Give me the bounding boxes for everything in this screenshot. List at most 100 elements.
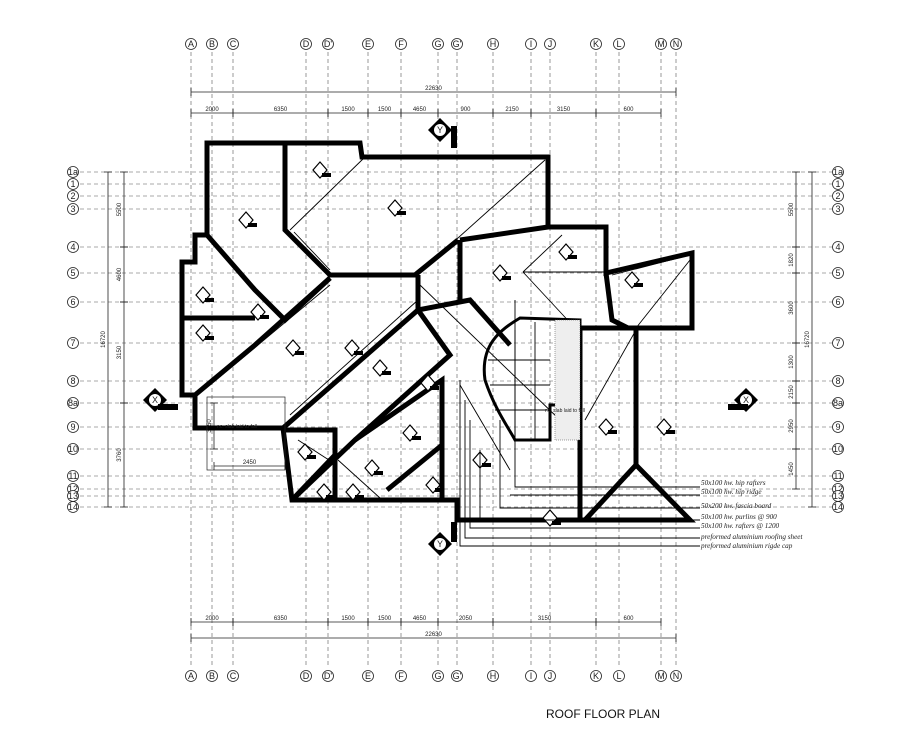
grid-bubble-row: 4 — [67, 241, 79, 253]
grid-col-label: G' — [453, 39, 462, 49]
slab-label-right: r.c. slab laid to fall — [545, 408, 585, 414]
grid-bubble-col: E — [362, 670, 374, 682]
note-text: preformed aluminium rigde cap — [700, 542, 793, 550]
grid-bubble-row: 14 — [832, 501, 844, 513]
dimension-label: 1820 — [789, 253, 795, 267]
grid-col-label: D — [303, 671, 310, 681]
note-text: 50x100 hw. rafters @ 1200 — [701, 522, 780, 530]
grid-row-label: 11 — [68, 471, 77, 481]
grid-row-label: 1 — [835, 179, 840, 189]
grid-bubble-col: N — [670, 670, 682, 682]
dimension-label: 2150 — [505, 107, 519, 113]
note-text: 50x100 hw. purlins @ 900 — [701, 513, 777, 521]
grid-bubble-row: 13 — [832, 490, 844, 502]
grid-bubble-row: 1 — [832, 178, 844, 190]
grid-row-label: 2 — [70, 191, 75, 201]
dimension-label: 3760 — [117, 448, 123, 462]
grid-row-label: 12 — [68, 484, 78, 494]
grid-col-label: J — [548, 671, 553, 681]
grid-col-label: H — [490, 39, 497, 49]
grid-bubble-row: 9 — [832, 421, 844, 433]
dimension-label: 900 — [460, 107, 471, 113]
grid-bubble-row: 1 — [67, 178, 79, 190]
slope-arrow-icon — [420, 374, 439, 392]
grid-bubble-row: 5 — [832, 267, 844, 279]
note-leaders — [459, 300, 700, 547]
grid-row-label: 5 — [70, 268, 75, 278]
grid-bubble-col: L — [613, 38, 625, 50]
grid-row-label: 13 — [68, 491, 78, 501]
grid-bubble-row: 5 — [67, 267, 79, 279]
grid-col-label: I — [530, 671, 533, 681]
grid-bubble-col: K — [590, 38, 602, 50]
dimension-label: 2450 — [243, 460, 257, 466]
grid-col-label: A — [188, 671, 194, 681]
grid-bubble-col: M — [655, 38, 667, 50]
slope-arrow-icon — [345, 483, 364, 501]
slope-arrow-icon — [656, 418, 675, 436]
grid-row-label: 9 — [70, 422, 75, 432]
grid-col-label: K — [593, 671, 599, 681]
section-marker-x-left: X — [143, 388, 178, 412]
grid-bubble-col: D — [300, 38, 312, 50]
grid-row-label: 8a — [68, 398, 78, 408]
slope-arrow-icon — [387, 199, 406, 217]
note-text: 50x100 hw. hip ridge — [701, 488, 762, 496]
grid-bubble-col: D' — [322, 38, 334, 50]
grid-row-label: 6 — [70, 297, 75, 307]
note-text: 50x100 hw. hip rafters — [701, 479, 766, 487]
dimension-label: 4600 — [117, 267, 123, 281]
dimension-label: 1300 — [789, 355, 795, 369]
grid-bubble-col: E — [362, 38, 374, 50]
grid-bubble-col: H — [487, 38, 499, 50]
grid-row-label: 4 — [835, 242, 840, 252]
slope-arrow-icon — [492, 264, 511, 282]
grid-bubble-row: 8 — [832, 375, 844, 387]
grid-col-label: M — [657, 671, 665, 681]
grid-col-label: C — [230, 39, 237, 49]
grid-row-label: 9 — [835, 422, 840, 432]
grid-bubble-col: H — [487, 670, 499, 682]
slope-arrow-icon — [195, 286, 214, 304]
grid-row-label: 7 — [70, 338, 75, 348]
grid-bubble-row: 6 — [832, 296, 844, 308]
grid-bubble-row: 6 — [67, 296, 79, 308]
grid-bubble-col: G' — [451, 670, 463, 682]
grid-bubble-col: A — [185, 38, 197, 50]
grid-row-label: 8 — [70, 376, 75, 386]
dimension-label: 1500 — [378, 616, 392, 622]
grid-row-label: 11 — [833, 471, 842, 481]
dimension-label: 1500 — [378, 107, 392, 113]
slope-arrow-icon — [598, 418, 617, 436]
dimension-label: 6350 — [274, 107, 288, 113]
flat-slab-area: r.c. slab laid to fall r.c. slab laid to… — [206, 316, 585, 471]
grid-bubble-col: I — [525, 670, 537, 682]
grid-bubble-col: F — [395, 670, 407, 682]
grid-row-label: 8 — [835, 376, 840, 386]
grid-bubble-col: M — [655, 670, 667, 682]
grid-bubble-col: D' — [322, 670, 334, 682]
grid-bubble-row: 10 — [67, 443, 79, 455]
grid-row-label: 2 — [835, 191, 840, 201]
grid-bubble-row: 10 — [832, 443, 844, 455]
slope-arrow-icon — [472, 451, 491, 469]
grid-bubble-row: 8a — [67, 397, 79, 409]
grid-bubble-row: 14 — [67, 501, 79, 513]
grid-bubble-row: 1a — [832, 166, 844, 178]
grid-row-label: 12 — [833, 484, 843, 494]
dimension-label: 1500 — [341, 616, 355, 622]
dimension-label: 22630 — [425, 86, 442, 92]
grid-bubble-row: 11 — [832, 470, 844, 482]
hip-lines — [209, 156, 691, 499]
section-x-label: X — [743, 395, 749, 405]
grid-col-label: B — [209, 39, 215, 49]
grid-bubble-col: G — [432, 670, 444, 682]
section-x-label: X — [152, 395, 158, 405]
section-y-label: Y — [437, 539, 443, 549]
dimension-label: 22630 — [425, 632, 442, 638]
dimension-label: 3150 — [557, 107, 571, 113]
grid-bubble-col: D — [300, 670, 312, 682]
